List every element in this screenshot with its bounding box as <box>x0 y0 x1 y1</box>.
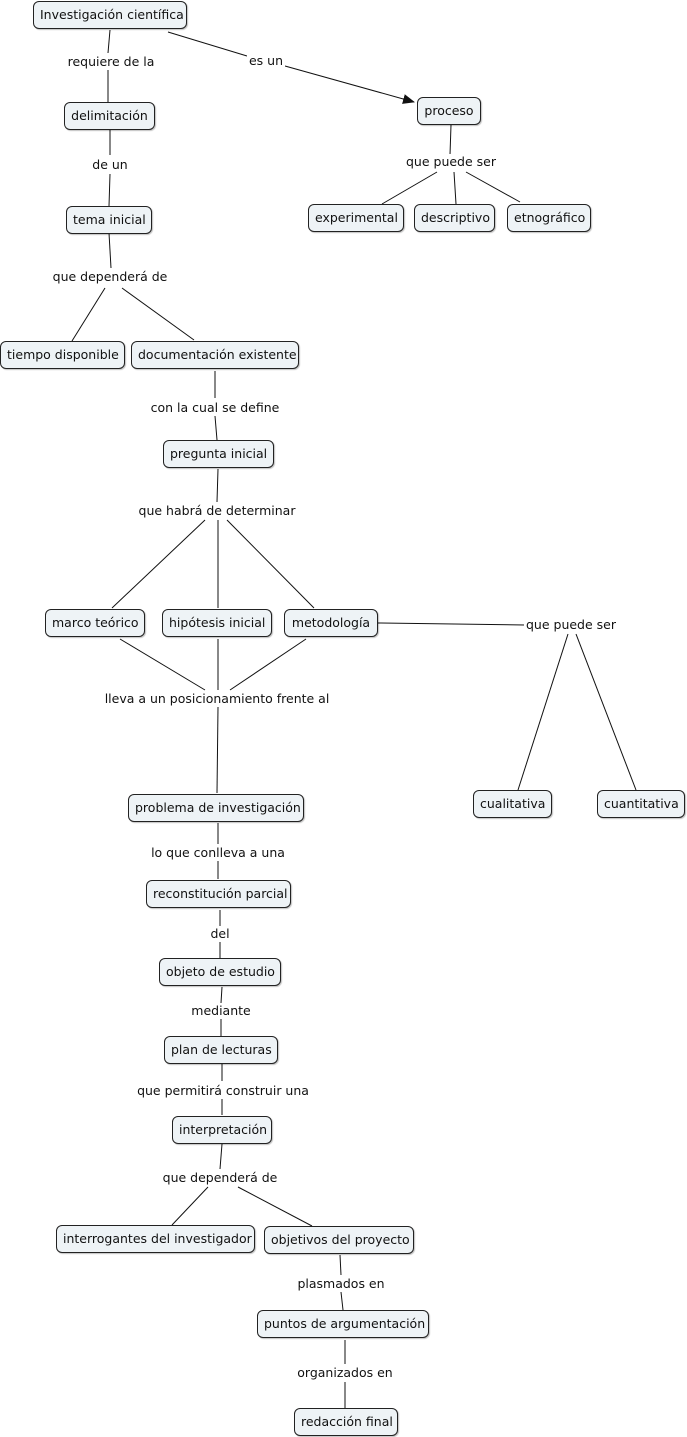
link-mediante: mediante <box>189 1003 253 1019</box>
link-que-puede-ser-proceso: que puede ser <box>403 154 499 170</box>
link-de-un: de un <box>90 157 130 173</box>
link-del: del <box>208 926 232 942</box>
node-experimental[interactable]: experimental <box>308 204 404 232</box>
link-es-un: es un <box>246 53 286 69</box>
node-objetivos-proyecto[interactable]: objetivos del proyecto <box>264 1226 414 1254</box>
node-proceso[interactable]: proceso <box>417 97 481 125</box>
node-marco-teorico[interactable]: marco teórico <box>45 609 145 637</box>
node-delimitacion[interactable]: delimitación <box>64 102 155 130</box>
node-metodologia[interactable]: metodología <box>284 609 378 637</box>
link-lo-que-conlleva-a-una: lo que conlleva a una <box>149 845 287 861</box>
node-tiempo-disponible[interactable]: tiempo disponible <box>0 341 125 369</box>
node-pregunta-inicial[interactable]: pregunta inicial <box>163 440 274 468</box>
link-que-puede-ser-metodologia: que puede ser <box>523 617 619 633</box>
node-hipotesis-inicial[interactable]: hipótesis inicial <box>162 609 272 637</box>
node-objeto-estudio[interactable]: objeto de estudio <box>159 958 281 986</box>
node-reconstitucion-parcial[interactable]: reconstitución parcial <box>146 880 291 908</box>
link-con-la-cual-se-define: con la cual se define <box>148 400 282 416</box>
node-problema-investigacion[interactable]: problema de investigación <box>128 794 304 822</box>
node-cuantitativa[interactable]: cuantitativa <box>597 790 685 818</box>
node-interrogantes-investigador[interactable]: interrogantes del investigador <box>56 1225 255 1253</box>
link-que-habra-de-determinar: que habrá de determinar <box>136 503 298 519</box>
node-plan-lecturas[interactable]: plan de lecturas <box>164 1036 278 1064</box>
link-que-dependera-de-tema: que dependerá de <box>50 269 170 285</box>
node-documentacion-existente[interactable]: documentación existente <box>131 341 299 369</box>
link-plasmados-en: plasmados en <box>295 1276 387 1292</box>
node-etnografico[interactable]: etnográfico <box>507 204 591 232</box>
node-descriptivo[interactable]: descriptivo <box>414 204 495 232</box>
node-cualitativa[interactable]: cualitativa <box>473 790 552 818</box>
link-que-dependera-de-interpretacion: que dependerá de <box>160 1170 280 1186</box>
node-puntos-argumentacion[interactable]: puntos de argumentación <box>257 1310 429 1338</box>
link-organizados-en: organizados en <box>295 1365 395 1381</box>
link-que-permitira-construir-una: que permitirá construir una <box>135 1083 311 1099</box>
node-redaccion-final[interactable]: redacción final <box>294 1408 398 1436</box>
node-investigacion-cientifica[interactable]: Investigación científica <box>33 1 187 29</box>
link-lleva-a-un-posicionamiento: lleva a un posicionamiento frente al <box>102 691 332 707</box>
link-requiere-de-la: requiere de la <box>65 54 157 70</box>
node-tema-inicial[interactable]: tema inicial <box>66 206 152 234</box>
node-interpretacion[interactable]: interpretación <box>172 1116 272 1144</box>
